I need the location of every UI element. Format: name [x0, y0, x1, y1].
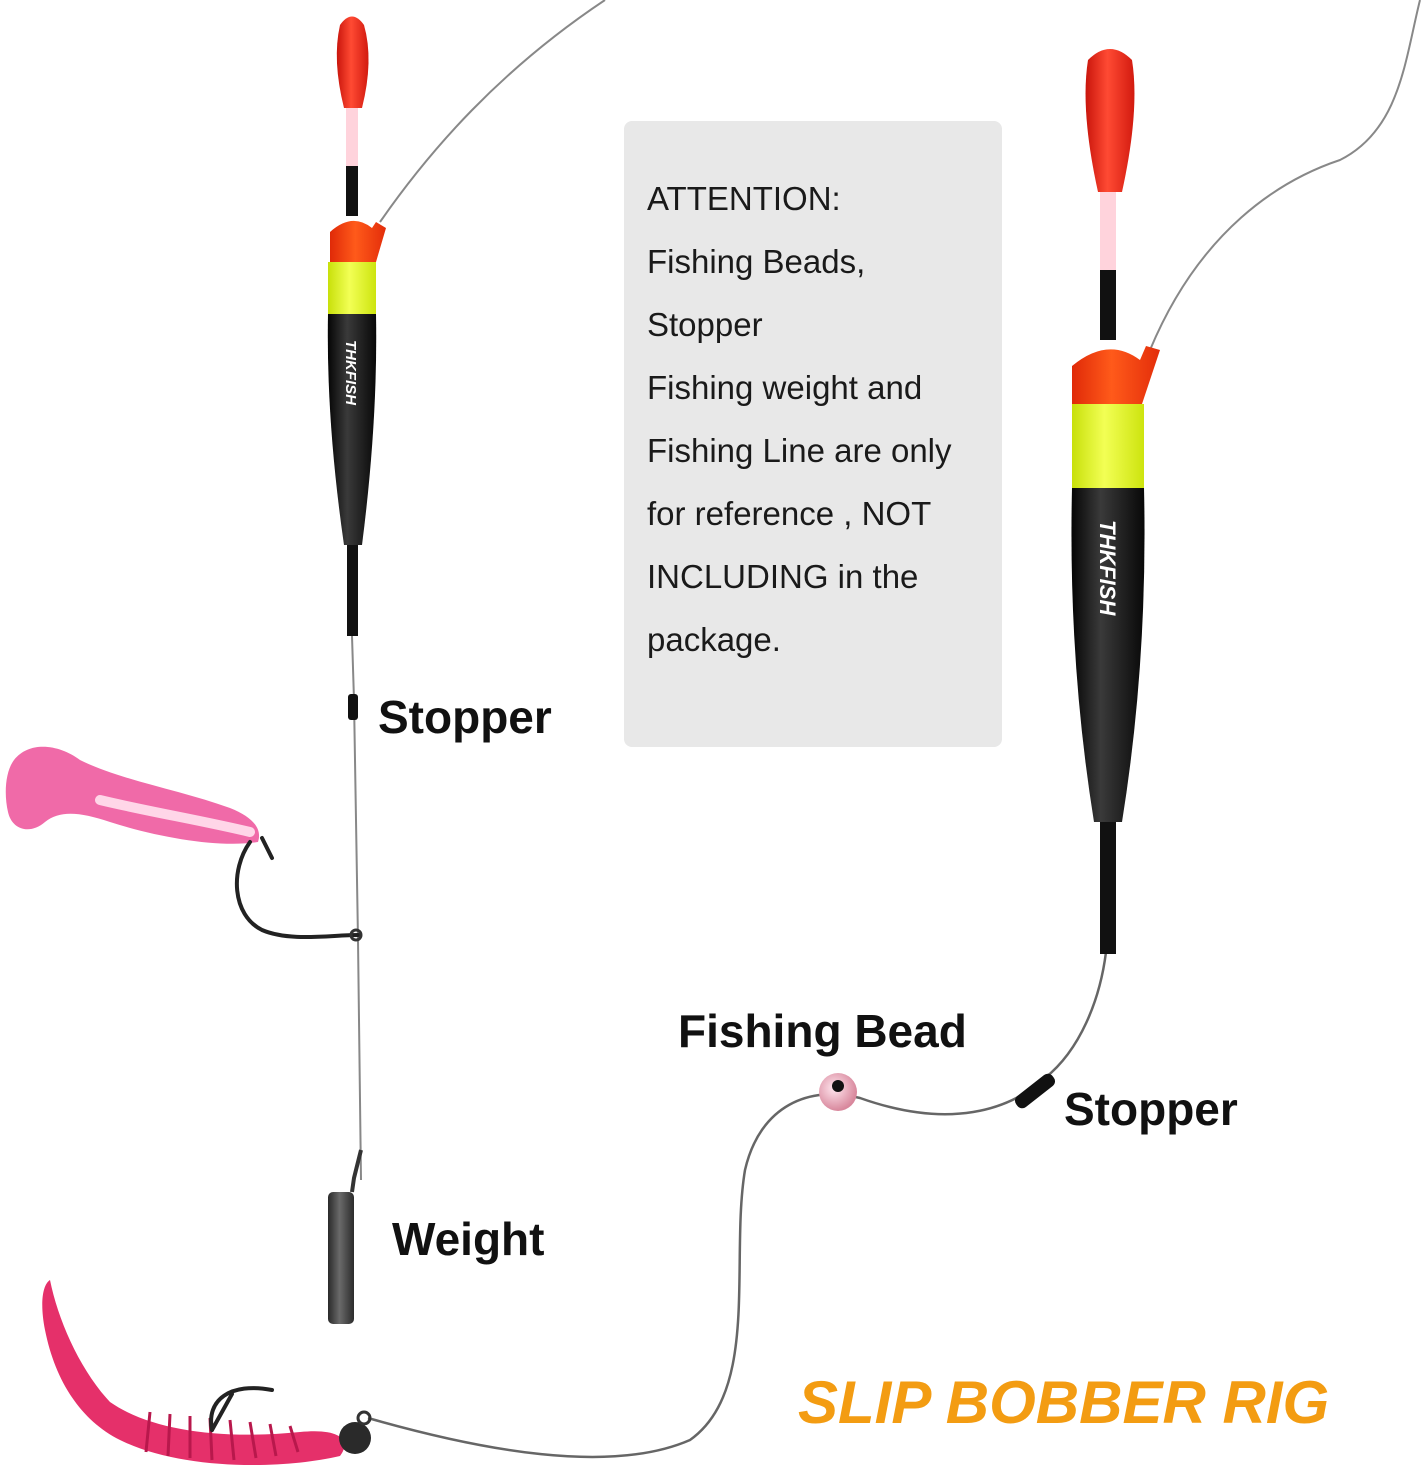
slip-float-left: THKFISH — [327, 16, 386, 636]
float-antenna-black-right — [1100, 270, 1116, 340]
float-stem — [347, 545, 358, 636]
jig-hook-right — [209, 1386, 274, 1432]
float-antenna-pink-right — [1100, 192, 1116, 270]
fishing-bead — [819, 1073, 857, 1111]
stopper-right — [1014, 1073, 1056, 1109]
float-yellow-band — [328, 262, 376, 314]
slip-float-right: THKFISH — [1071, 49, 1160, 954]
fishing-line-right-upper — [1149, 0, 1421, 351]
hook-left — [234, 836, 360, 939]
label-stopper-left: Stopper — [378, 691, 552, 743]
note-line: Stopper — [647, 306, 763, 343]
float-tip — [336, 16, 369, 108]
float-tip-right — [1085, 49, 1135, 192]
diagram-title: SLIP BOBBER RIG — [798, 1369, 1330, 1436]
float-antenna-pink — [346, 108, 358, 166]
float-brand-logo-right: THKFISH — [1095, 520, 1120, 616]
float-collar-right — [1072, 346, 1160, 404]
weight-swivel — [350, 1149, 363, 1193]
note-line: Fishing weight and — [647, 369, 923, 406]
note-line: package. — [647, 621, 781, 658]
fishing-line-left-upper — [379, 0, 606, 223]
note-line: INCLUDING in the — [647, 558, 919, 595]
soft-bait-right — [42, 1280, 372, 1466]
fishing-bead-hole — [832, 1080, 844, 1092]
soft-bait-left-belly — [95, 795, 255, 837]
label-fishing-bead: Fishing Bead — [678, 1005, 967, 1057]
jig-eye — [356, 1410, 372, 1426]
soft-bait-worm-body — [42, 1280, 345, 1466]
float-yellow-band-right — [1072, 404, 1144, 488]
float-collar — [330, 220, 386, 262]
weight-body — [328, 1192, 354, 1324]
note-line: Fishing Line are only — [647, 432, 952, 469]
jig-head — [339, 1422, 371, 1454]
note-line: for reference , NOT — [647, 495, 932, 532]
float-stem-right — [1100, 822, 1116, 954]
float-brand-logo: THKFISH — [342, 340, 359, 406]
stopper-left — [348, 694, 358, 720]
attention-note: ATTENTION: Fishing Beads, Stopper Fishin… — [624, 121, 1002, 747]
label-stopper-right: Stopper — [1064, 1083, 1238, 1135]
label-weight: Weight — [392, 1213, 545, 1265]
float-antenna-black — [346, 166, 358, 216]
float-body-right — [1071, 488, 1145, 822]
note-line: ATTENTION: — [647, 180, 841, 217]
hook-eye-left — [349, 928, 363, 942]
fishing-line-left-leader — [351, 635, 362, 1181]
soft-bait-left — [5, 746, 363, 942]
float-body — [327, 314, 377, 545]
soft-bait-worm-ribs — [144, 1411, 300, 1461]
note-line: Fishing Beads, — [647, 243, 866, 280]
sinker-weight — [328, 1149, 363, 1324]
